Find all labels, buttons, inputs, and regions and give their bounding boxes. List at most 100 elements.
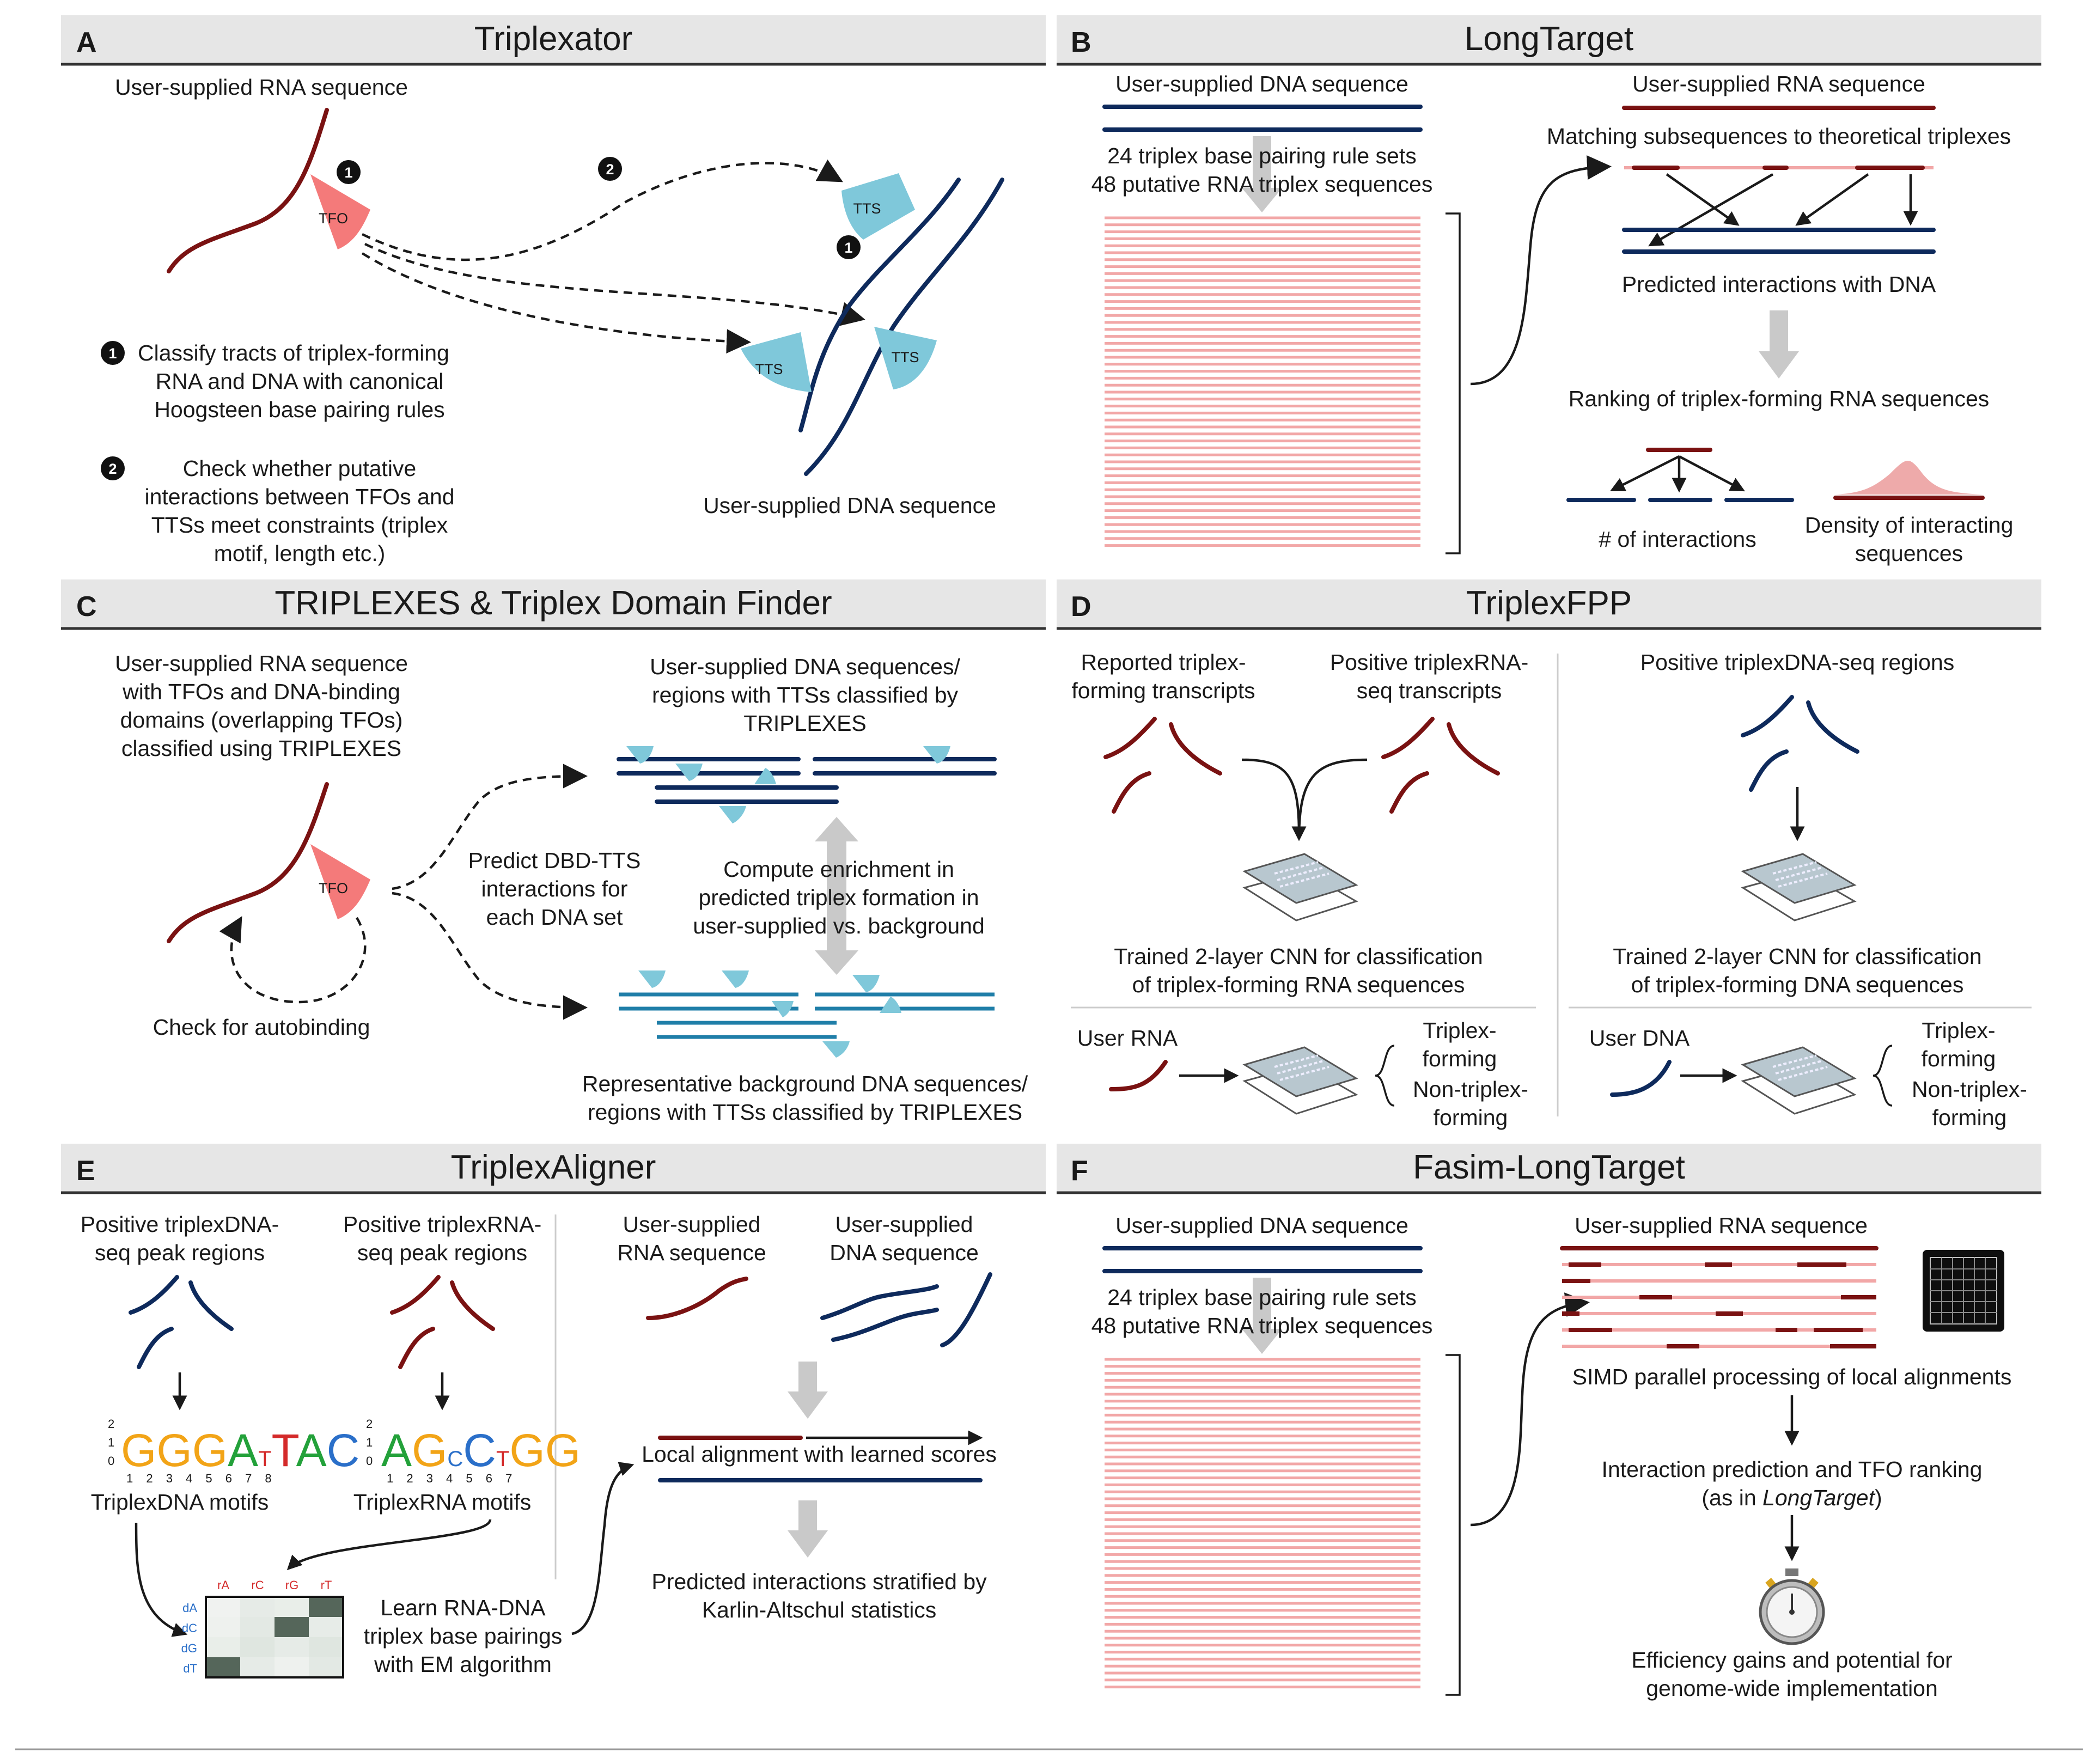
d-merge-left: [1241, 758, 1301, 834]
b-rna-label: User-supplied RNA sequence: [1632, 71, 1925, 96]
a-step1-line2: RNA and DNA with canonical: [156, 369, 444, 394]
f-efficiency-1: Efficiency gains and potential for: [1631, 1647, 1953, 1673]
d-reported-1: Reported triplex-: [1081, 650, 1246, 675]
b-rules-text: 24 triplex base pairing rule sets: [1107, 143, 1416, 168]
a-rna-strand: [167, 108, 329, 273]
e-matrix-cell: [206, 1637, 240, 1657]
d-reported-2: forming transcripts: [1071, 678, 1255, 703]
a-tts-1-shape: [841, 173, 915, 240]
e-matrix-col-rc: rC: [251, 1578, 264, 1592]
c-autobinding-loop: [219, 916, 367, 1004]
a-legend-step2-badge-text: 2: [108, 461, 117, 477]
e-user-dna-2: DNA sequence: [830, 1240, 979, 1265]
c-background-1: Representative background DNA sequences/: [582, 1071, 1028, 1096]
e-rna-cluster: [390, 1275, 495, 1369]
a-tfo-text: TFO: [319, 210, 348, 227]
d-trained-dna-2: of triplex-forming DNA sequences: [1631, 972, 1964, 997]
c-dashed-arrow-down: [392, 892, 588, 1020]
a-dashed-arrow-1: [362, 159, 843, 261]
d-user-rna-strand: [1109, 1060, 1168, 1091]
d-merge-right: [1291, 758, 1368, 841]
c-background-dna-set: [619, 970, 995, 1058]
b-gray-arrow2-body: [1770, 310, 1788, 354]
c-compute-2: predicted triplex formation in: [698, 885, 979, 910]
c-background-2: regions with TTSs classified by TRIPLEXE…: [588, 1100, 1022, 1125]
a-step1-line3: Hoogsteen base pairing rules: [154, 397, 444, 422]
f-rna-label: User-supplied RNA sequence: [1575, 1213, 1868, 1238]
e-user-dna-1: User-supplied: [835, 1212, 973, 1237]
d-ntf-rna-1: Non-triplex-: [1413, 1077, 1528, 1102]
e-matrix-col-rg: rG: [285, 1578, 298, 1592]
e-local-text: Local alignment with learned scores: [642, 1442, 997, 1467]
e-user-dna-strands: [820, 1272, 992, 1347]
panel-f: User-supplied DNA sequence 24 triplex ba…: [1091, 1213, 2012, 1701]
e-rna-to-matrix-arrow: [286, 1519, 492, 1571]
d-ntf-rna-2: forming: [1434, 1105, 1508, 1130]
e-matrix-cell: [275, 1637, 309, 1657]
a-step1-badge-dna: [837, 235, 861, 259]
panel-d: Reported triplex- forming transcripts Po…: [1071, 650, 2032, 1130]
e-matrix-row-dt: dT: [183, 1662, 197, 1675]
panel-e-title: TriplexAligner: [451, 1149, 656, 1186]
c-predict-3: each DNA set: [486, 905, 623, 930]
e-matrix-cell: [275, 1617, 309, 1637]
a-step2-line1: Check whether putative: [183, 456, 416, 481]
f-cpu-chip-icon: [1923, 1250, 2004, 1332]
e-matrix-cell: [309, 1617, 343, 1637]
a-legend-step1-badge: [101, 341, 125, 365]
c-predict-1: Predict DBD-TTS: [468, 848, 641, 873]
e-matrix-cell: [240, 1637, 275, 1657]
c-gray-double-arrow-up: [815, 817, 858, 841]
a-dna-strand-2: [804, 178, 1004, 476]
f-rules-text: 24 triplex base pairing rule sets: [1107, 1285, 1416, 1310]
e-learn-3: with EM algorithm: [374, 1652, 552, 1677]
d-rna-cluster-left: [1103, 717, 1222, 814]
e-matrix-row-dc: dC: [182, 1621, 197, 1635]
e-dna-cluster: [129, 1275, 234, 1369]
f-dna-label: User-supplied DNA sequence: [1115, 1213, 1408, 1238]
c-gray-double-arrow-down: [815, 950, 858, 975]
d-positive-rna-2: seq transcripts: [1357, 678, 1502, 703]
c-tfo-shape: [310, 844, 370, 919]
d-cnn-rna-icon-small: [1242, 1046, 1358, 1115]
e-gray-arrow2-head: [788, 1530, 828, 1558]
panel-c-title: TRIPLEXES & Triplex Domain Finder: [275, 584, 832, 622]
a-dashed-arrow-3: [361, 252, 751, 354]
d-trained-dna-1: Trained 2-layer CNN for classification: [1613, 944, 1981, 969]
c-dna-desc-1: User-supplied DNA sequences/: [650, 654, 960, 679]
e-gray-arrow1-head: [788, 1391, 828, 1419]
panel-e: Positive triplexDNA- seq peak regions Po…: [81, 1212, 997, 1678]
panel-d-letter: D: [1071, 591, 1091, 622]
panel-b-letter: B: [1071, 27, 1091, 58]
d-rna-cluster-right: [1381, 717, 1500, 814]
f-triplex-stripes: [1105, 1358, 1420, 1689]
f-as-in-text: (as in LongTarget): [1701, 1485, 1882, 1510]
panel-c-header: C TRIPLEXES & Triplex Domain Finder: [61, 579, 1046, 630]
a-rna-label: User-supplied RNA sequence: [115, 75, 408, 100]
e-gray-arrow2-body: [798, 1500, 817, 1533]
panel-a-title: Triplexator: [474, 20, 633, 58]
e-rna-ytick-0: 0: [366, 1454, 373, 1468]
d-ntf-dna-1: Non-triplex-: [1912, 1077, 2027, 1102]
e-user-rna-2: RNA sequence: [617, 1240, 766, 1265]
d-cnn-rna-icon: [1242, 853, 1358, 921]
e-matrix-cell: [309, 1597, 343, 1617]
e-matrix-cell: [206, 1597, 240, 1617]
e-matrix-cell: [240, 1657, 275, 1677]
panel-e-letter: E: [76, 1155, 95, 1187]
c-dna-desc-3: TRIPLEXES: [743, 711, 867, 736]
b-rank-arrow-1: [1609, 455, 1680, 492]
c-user-dna-set: [617, 746, 997, 823]
d-trained-rna-1: Trained 2-layer CNN for classification: [1114, 944, 1483, 969]
a-tfo-shape: [310, 174, 370, 249]
panel-f-letter: F: [1071, 1155, 1088, 1187]
b-density-line1: Density of interacting: [1805, 512, 2014, 538]
e-learn-2: triplex base pairings: [364, 1623, 563, 1649]
e-matrix-cell: [309, 1657, 343, 1677]
c-dashed-arrow-up: [392, 764, 588, 890]
a-tts-3-shape: [874, 327, 937, 389]
a-step1-badge-text: 1: [344, 164, 352, 181]
e-score-matrix: rA rC rG rT dA dC dG dT: [181, 1578, 344, 1678]
e-dna-motif-text: GGGATTAC: [121, 1425, 359, 1476]
panel-a: User-supplied RNA sequence TFO 1 2 TTS T…: [101, 75, 1004, 566]
